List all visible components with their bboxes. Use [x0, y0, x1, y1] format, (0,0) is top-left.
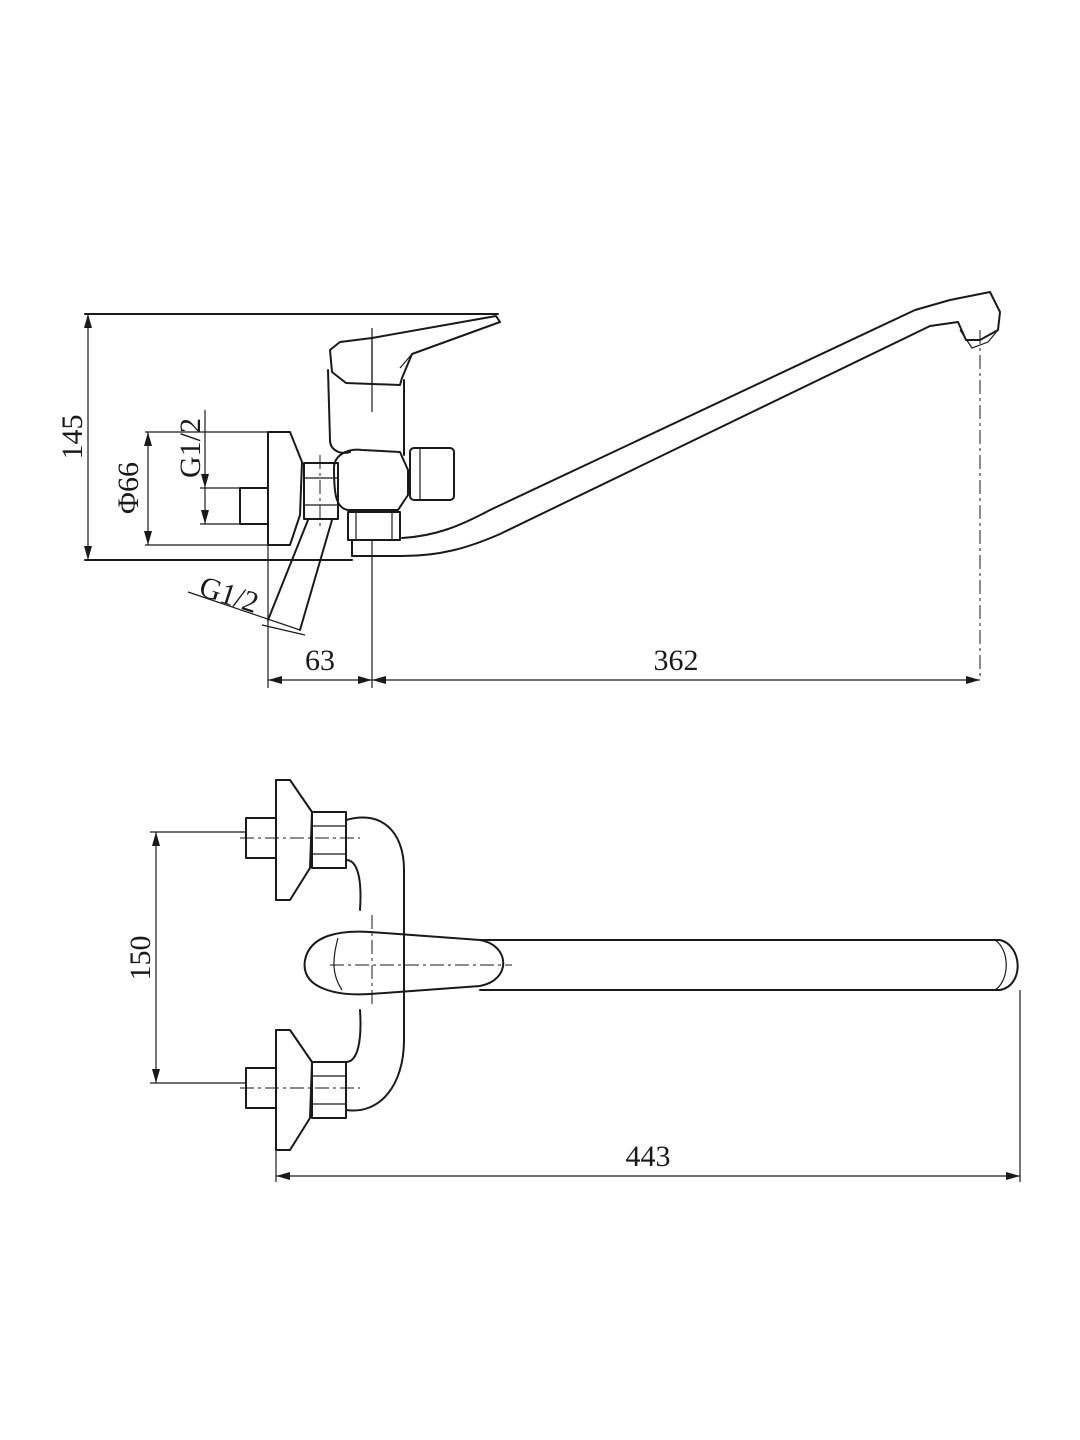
inlet-pipe [239, 487, 269, 525]
dim-inlet-thread-lower-label: G1/2 [195, 570, 262, 620]
dim-wall-offset-label: 63 [305, 644, 335, 677]
top-view: 150 443 [124, 779, 1021, 1182]
dim-height-label: 145 [56, 415, 89, 460]
spout [351, 291, 1001, 557]
dim-total-length-label: 443 [626, 1140, 671, 1173]
mixer-body [333, 448, 409, 511]
upper-nut [311, 811, 347, 869]
top-spout [479, 939, 1019, 991]
dim-spout-reach-label: 362 [654, 644, 699, 677]
dim-inlet-spacing-label: 150 [124, 936, 157, 981]
diverter-knob [409, 447, 455, 501]
spout-nut [347, 511, 401, 541]
dim-inlet-thread-label: G1/2 [174, 418, 207, 478]
upper-flange [275, 779, 313, 901]
side-view: 145 Φ66 G1/2 G1/2 63 362 [56, 291, 1001, 688]
connector-body [345, 816, 405, 1112]
wall-flange [267, 431, 303, 546]
lower-nut [311, 1061, 347, 1119]
dim-flange-diameter-label: Φ66 [112, 462, 145, 514]
lever-handle [329, 315, 501, 386]
top-lever-handle [303, 930, 505, 996]
inlet-nut [303, 462, 339, 520]
eccentric-connector [267, 519, 333, 631]
lower-flange [275, 1029, 313, 1151]
